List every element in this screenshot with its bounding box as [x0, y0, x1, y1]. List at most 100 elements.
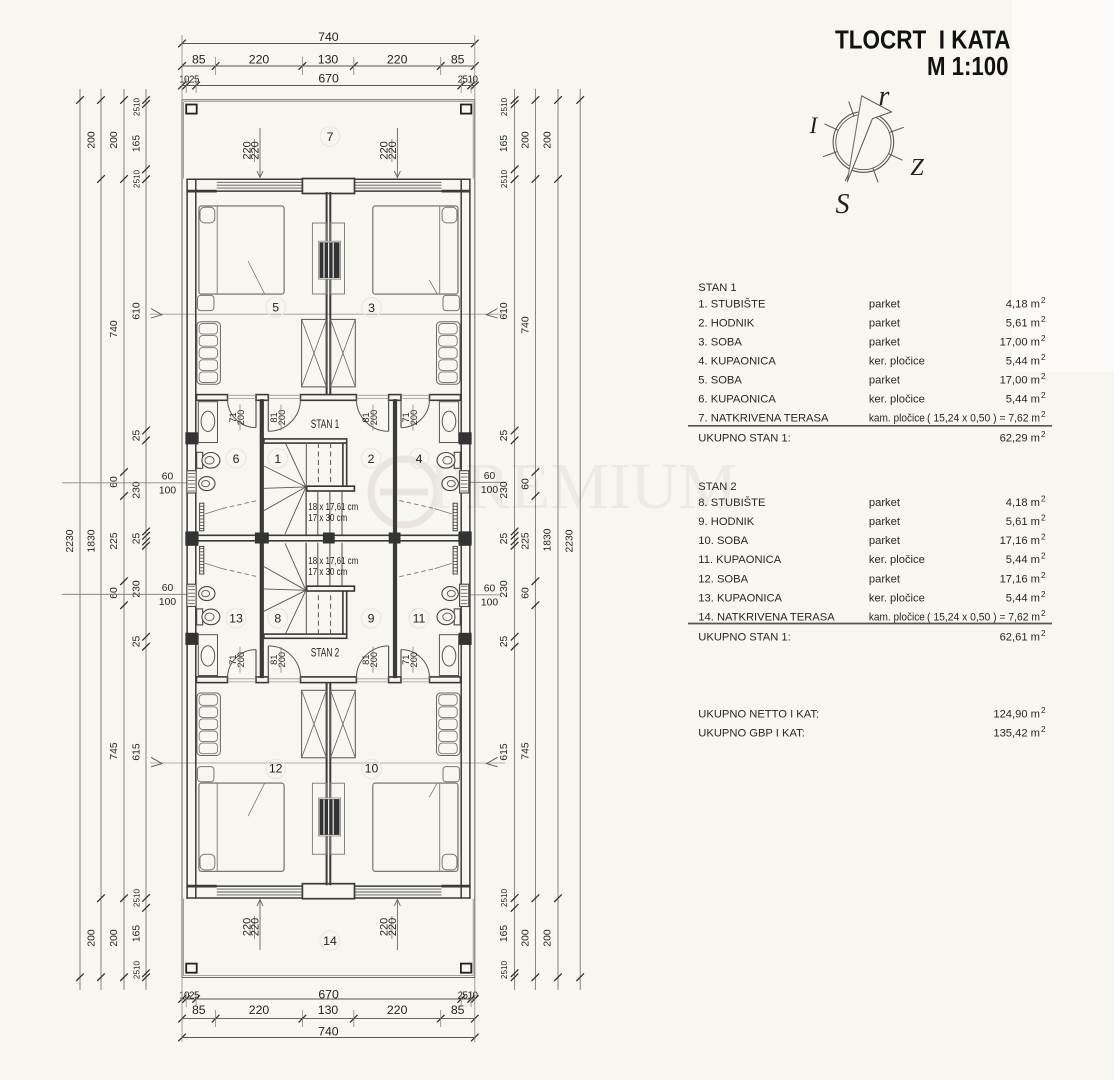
svg-text:200: 200	[409, 652, 419, 668]
svg-text:2: 2	[1041, 430, 1046, 439]
svg-text:2: 2	[1041, 514, 1046, 523]
svg-text:13: 13	[229, 611, 243, 625]
svg-text:81: 81	[361, 655, 371, 665]
svg-text:2: 2	[1041, 353, 1046, 362]
svg-text:25: 25	[499, 430, 510, 442]
svg-text:parket: parket	[869, 573, 901, 585]
svg-text:9: 9	[368, 611, 375, 625]
svg-text:I: I	[809, 113, 819, 138]
svg-text:( 15,24 x 0,50 ) = 7,62 m: ( 15,24 x 0,50 ) = 7,62 m	[927, 612, 1040, 624]
svg-text:ker. pločice: ker. pločice	[869, 592, 925, 604]
svg-text:2: 2	[368, 452, 375, 466]
svg-text:3: 3	[368, 301, 375, 315]
svg-text:220: 220	[241, 141, 253, 159]
svg-text:2. HODNIK: 2. HODNIK	[698, 318, 754, 330]
svg-text:12: 12	[269, 762, 283, 776]
svg-text:610: 610	[132, 302, 143, 319]
svg-text:parket: parket	[869, 535, 901, 547]
svg-text:STAN 1: STAN 1	[698, 282, 736, 294]
svg-text:UKUPNO STAN 1:: UKUPNO STAN 1:	[698, 632, 790, 644]
svg-text:220: 220	[249, 1003, 270, 1017]
svg-text:670: 670	[318, 987, 339, 1001]
svg-text:85: 85	[451, 1003, 465, 1017]
svg-text:UKUPNO NETTO I KAT:: UKUPNO NETTO I KAT:	[698, 709, 819, 721]
svg-text:5,61 m: 5,61 m	[1006, 516, 1040, 528]
svg-text:220: 220	[379, 141, 391, 159]
svg-text:2: 2	[1041, 410, 1046, 419]
svg-text:130: 130	[318, 53, 339, 67]
svg-text:PREMIUM: PREMIUM	[429, 450, 737, 523]
svg-text:25: 25	[499, 533, 510, 545]
svg-text:25: 25	[132, 430, 143, 442]
svg-text:200: 200	[543, 131, 554, 148]
svg-text:2510: 2510	[458, 990, 479, 1001]
svg-text:2510: 2510	[133, 888, 142, 907]
svg-text:5,44 m: 5,44 m	[1006, 356, 1040, 368]
svg-text:10: 10	[365, 762, 379, 776]
svg-text:STAN 2: STAN 2	[311, 648, 340, 660]
svg-text:71: 71	[228, 412, 238, 422]
svg-text:12. SOBA: 12. SOBA	[698, 573, 748, 585]
svg-text:17 x 30 cm: 17 x 30 cm	[308, 513, 347, 524]
svg-text:UKUPNO STAN 1:: UKUPNO STAN 1:	[698, 433, 790, 445]
svg-text:200: 200	[236, 410, 246, 426]
svg-text:130: 130	[318, 1003, 339, 1017]
svg-text:81: 81	[361, 412, 371, 422]
svg-text:2510: 2510	[500, 960, 509, 979]
svg-text:3. SOBA: 3. SOBA	[698, 337, 742, 349]
svg-text:4: 4	[416, 452, 423, 466]
svg-text:2: 2	[1041, 609, 1046, 618]
svg-text:2: 2	[1041, 590, 1046, 599]
svg-text:230: 230	[499, 481, 510, 498]
svg-text:17,00 m: 17,00 m	[1000, 337, 1040, 349]
svg-text:4,18 m: 4,18 m	[1006, 299, 1040, 311]
svg-text:165: 165	[132, 135, 143, 152]
svg-text:11. KUPAONICA: 11. KUPAONICA	[698, 554, 781, 566]
svg-text:200: 200	[520, 131, 531, 148]
svg-text:165: 165	[499, 925, 510, 942]
svg-text:S: S	[836, 189, 850, 220]
svg-text:7. NATKRIVENA TERASA: 7. NATKRIVENA TERASA	[698, 413, 829, 425]
svg-text:parket: parket	[869, 516, 901, 528]
svg-text:62,29 m: 62,29 m	[1000, 433, 1040, 445]
svg-text:220: 220	[387, 53, 408, 67]
svg-text:25: 25	[132, 533, 143, 545]
svg-text:Z: Z	[910, 155, 924, 181]
svg-text:8. STUBIŠTE: 8. STUBIŠTE	[698, 496, 765, 509]
svg-text:9. HODNIK: 9. HODNIK	[698, 516, 754, 528]
svg-text:200: 200	[277, 652, 287, 668]
svg-text:100: 100	[159, 486, 176, 497]
svg-text:220: 220	[387, 141, 399, 159]
svg-text:100: 100	[481, 485, 498, 496]
svg-text:81: 81	[269, 655, 279, 665]
svg-text:200: 200	[369, 652, 379, 668]
svg-text:4,18 m: 4,18 m	[1006, 497, 1040, 509]
svg-text:200: 200	[87, 929, 98, 946]
svg-text:135,42 m: 135,42 m	[993, 728, 1040, 740]
svg-text:200: 200	[109, 929, 120, 946]
svg-text:17,16 m: 17,16 m	[1000, 535, 1040, 547]
svg-text:2: 2	[1041, 334, 1046, 343]
svg-text:71: 71	[228, 655, 238, 665]
svg-text:5,61 m: 5,61 m	[1006, 318, 1040, 330]
svg-text:7: 7	[327, 130, 334, 144]
svg-text:r: r	[879, 81, 890, 112]
svg-text:1025: 1025	[179, 990, 200, 1001]
svg-text:200: 200	[87, 131, 98, 148]
svg-text:60: 60	[484, 471, 496, 482]
svg-text:200: 200	[409, 410, 419, 426]
svg-text:615: 615	[132, 743, 143, 760]
svg-text:2510: 2510	[133, 960, 142, 979]
svg-text:2: 2	[1041, 533, 1046, 542]
svg-text:2: 2	[1041, 372, 1046, 381]
svg-text:M 1:100: M 1:100	[927, 53, 1009, 81]
svg-text:2: 2	[1041, 315, 1046, 324]
svg-text:124,90 m: 124,90 m	[993, 709, 1040, 721]
svg-text:5,44 m: 5,44 m	[1006, 394, 1040, 406]
svg-text:1830: 1830	[87, 529, 98, 552]
svg-text:670: 670	[318, 72, 339, 86]
svg-text:8: 8	[274, 611, 281, 625]
svg-text:5,44 m: 5,44 m	[1006, 592, 1040, 604]
svg-text:14. NATKRIVENA TERASA: 14. NATKRIVENA TERASA	[698, 612, 835, 624]
svg-text:220: 220	[241, 918, 253, 936]
